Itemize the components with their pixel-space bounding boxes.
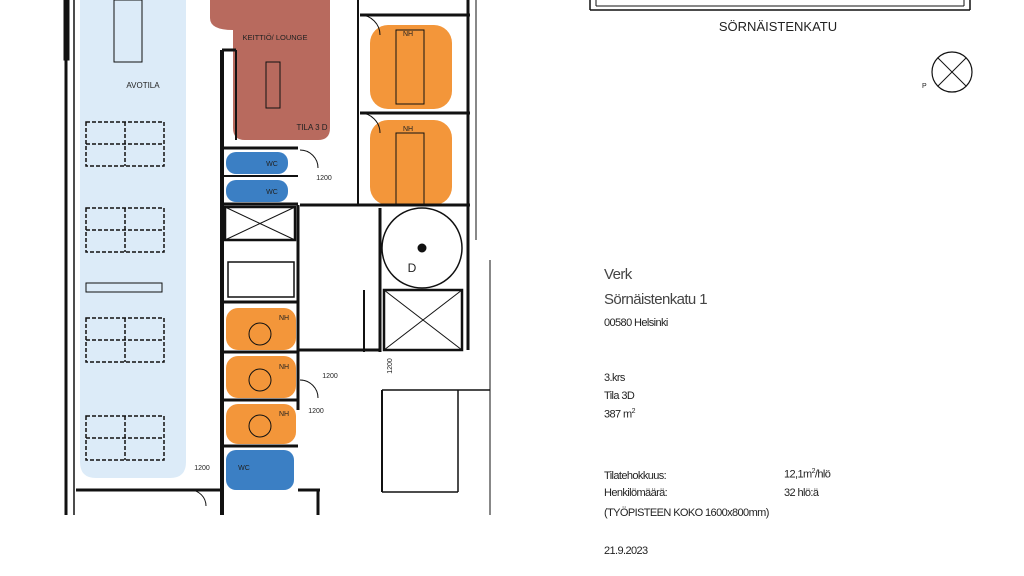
compass-label: P xyxy=(922,83,927,90)
street-label: SÖRNÄISTENKATU xyxy=(719,19,837,34)
efficiency-unit: /hlö xyxy=(814,468,831,481)
people-value: 32 hlö:ä xyxy=(784,487,819,499)
date: 21.9.2023 xyxy=(604,545,648,557)
efficiency-sup: 2 xyxy=(811,468,816,475)
door-width-label: 1200 xyxy=(316,175,332,182)
kitchen-label: KEITTIÖ/ LOUNGE xyxy=(242,33,307,42)
open-area-zone xyxy=(80,0,186,478)
north-compass-icon xyxy=(931,51,973,93)
meeting-label: NH xyxy=(279,315,289,322)
stairs-label: D xyxy=(408,261,417,275)
wc-zone xyxy=(226,152,288,174)
meeting-label: NH xyxy=(279,411,289,418)
workstation-note: (TYÖPISTEEN KOKO 1600x800mm) xyxy=(604,507,769,519)
area-value: 387 m xyxy=(604,408,632,421)
meeting-label: NH xyxy=(403,31,413,38)
efficiency-number: 12,1m xyxy=(784,468,812,481)
walls xyxy=(63,0,971,515)
door-width-label: 1200 xyxy=(387,358,394,374)
efficiency-label: Tilatehokkuus: xyxy=(604,470,667,482)
wc-label: WC xyxy=(238,465,250,472)
wc-label: WC xyxy=(266,189,278,196)
efficiency-value: 12,1m2/hlö xyxy=(784,468,831,481)
company-name: Verk xyxy=(604,266,632,283)
meeting-room-zone xyxy=(370,120,452,205)
door-width-label: 1200 xyxy=(194,465,210,472)
meeting-room-zone xyxy=(226,308,296,350)
postal-address: 00580 Helsinki xyxy=(604,317,668,329)
floor-number: 3.krs xyxy=(604,372,625,384)
space-name-label: TILA 3 D xyxy=(296,123,327,132)
wc-zone xyxy=(226,450,294,490)
door-width-label: 1200 xyxy=(308,408,324,415)
meeting-label: NH xyxy=(279,364,289,371)
meeting-room-zone xyxy=(370,25,452,109)
space-id: Tila 3D xyxy=(604,390,635,402)
door-width-label: 1200 xyxy=(322,373,338,380)
open-area-label: AVOTILA xyxy=(126,81,160,90)
people-label: Henkilömäärä: xyxy=(604,487,668,499)
meeting-label: NH xyxy=(403,126,413,133)
wc-label: WC xyxy=(266,161,278,168)
meeting-room-zone xyxy=(226,356,296,398)
meeting-room-zone xyxy=(226,404,296,444)
area: 387 m2 xyxy=(604,408,636,421)
area-unit-sup: 2 xyxy=(631,408,636,415)
wc-zone xyxy=(226,180,288,202)
kitchen-zone xyxy=(210,0,330,140)
street-address: Sörnäistenkatu 1 xyxy=(604,291,708,308)
